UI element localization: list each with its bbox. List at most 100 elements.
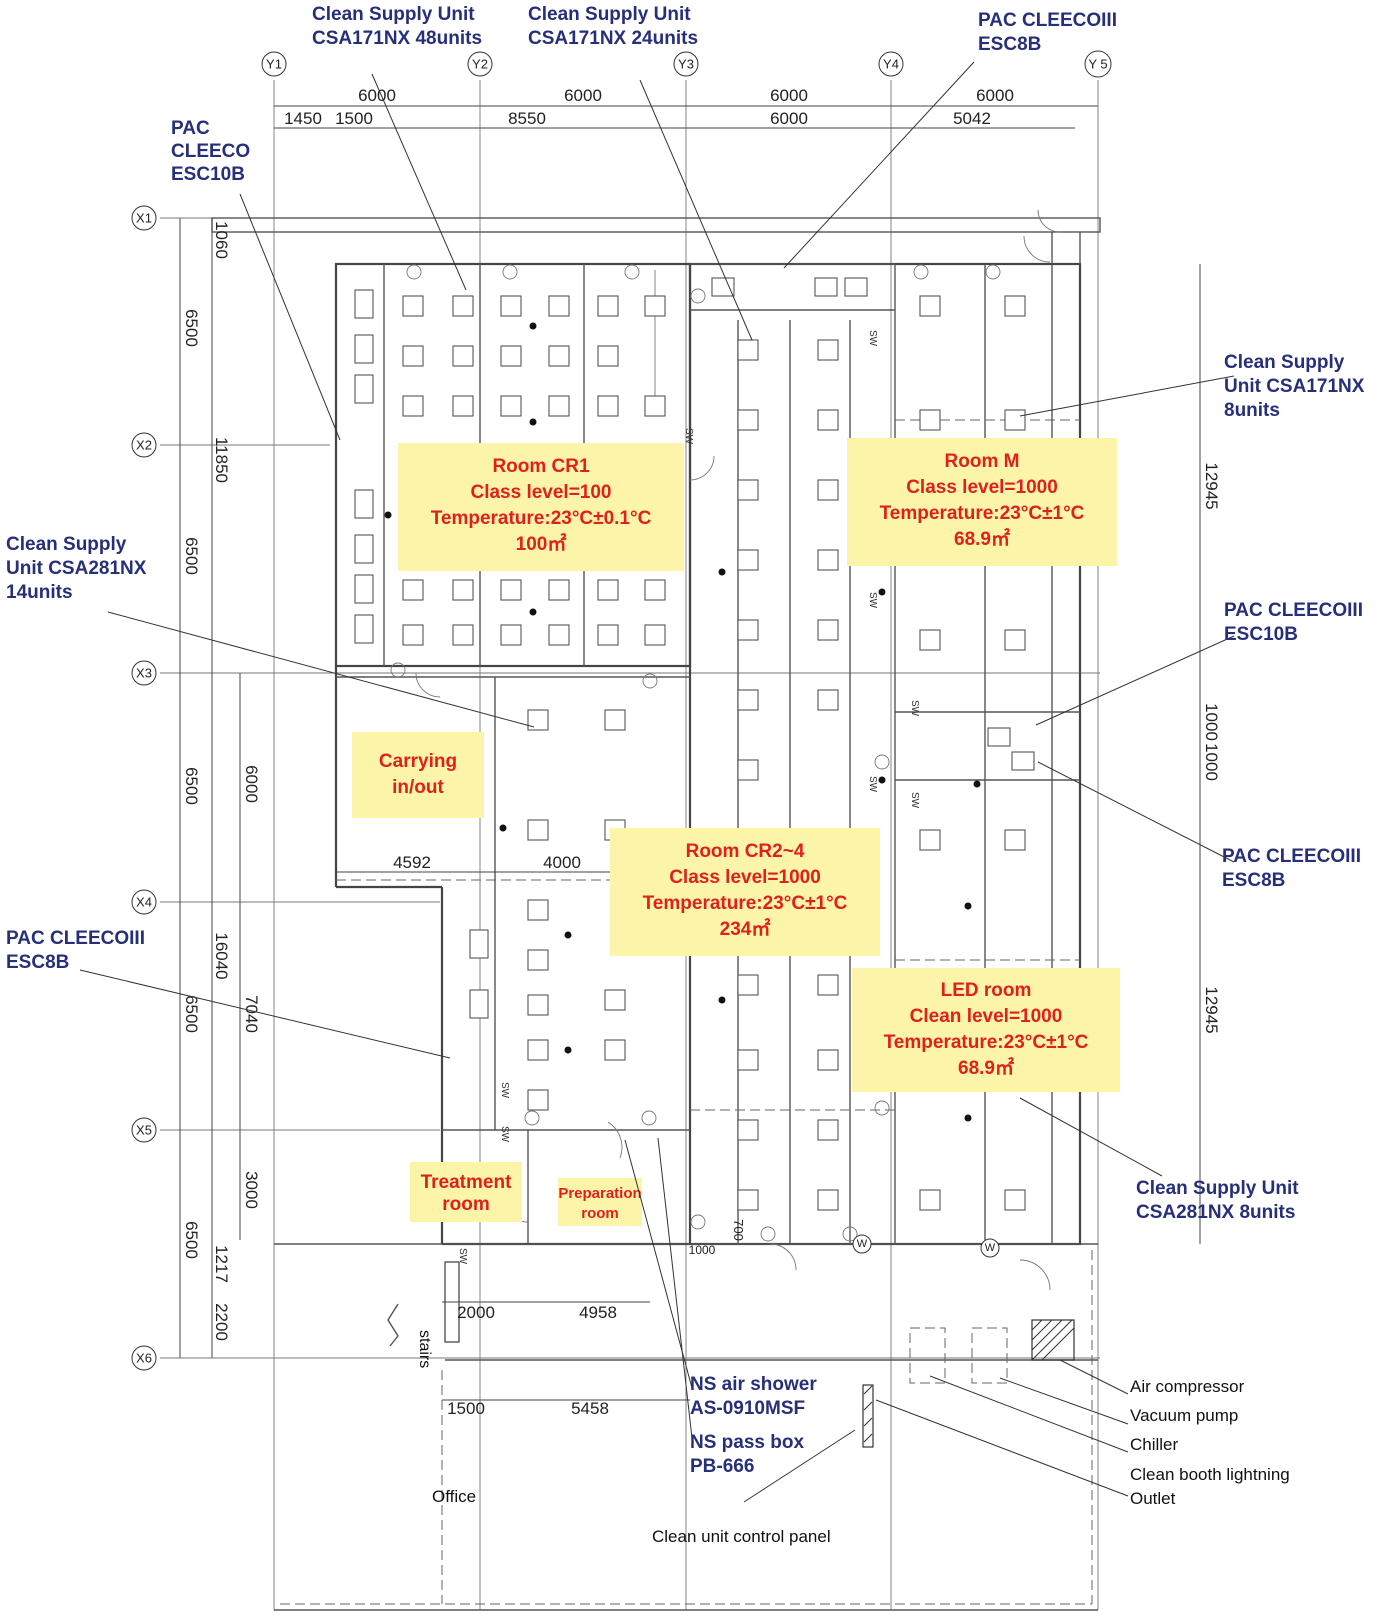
stairs-symbol: stairs	[387, 1303, 433, 1368]
svg-text:Room CR1: Room CR1	[492, 456, 590, 477]
left-dimensions: 6500 6500 6500 6500 6500 1060 11850 1604…	[182, 221, 261, 1341]
leader-lines	[79, 61, 1235, 1503]
svg-text:6000: 6000	[564, 86, 602, 105]
right-dimensions: 12945 1000 1000 12945	[1202, 462, 1221, 1033]
svg-text:68.9㎡: 68.9㎡	[954, 527, 1010, 550]
wash-marks: W W	[852, 1234, 1000, 1258]
switch-marks: SW SW SW SW SW SW SW SW SW	[457, 330, 920, 1265]
svg-text:1000: 1000	[1202, 743, 1221, 781]
svg-text:in/out: in/out	[392, 777, 444, 798]
svg-text:ESC10B: ESC10B	[171, 164, 245, 185]
axis-y5: Y 5	[1084, 50, 1112, 78]
svg-text:11850: 11850	[212, 437, 231, 483]
svg-text:SW: SW	[909, 792, 920, 809]
label-pac-esc8b-right: PAC CLEECOIII ESC8B	[1222, 846, 1361, 891]
label-csu281-14: Clean Supply Unit CSA281NX 14units	[6, 534, 147, 603]
svg-text:4000: 4000	[543, 853, 581, 872]
svg-text:Y2: Y2	[472, 57, 488, 72]
svg-text:1450: 1450	[284, 109, 322, 128]
svg-text:6500: 6500	[182, 1221, 201, 1259]
svg-text:SW: SW	[683, 428, 694, 445]
axis-x3: X3	[131, 660, 157, 686]
svg-text:4958: 4958	[579, 1303, 617, 1322]
svg-text:Y3: Y3	[678, 57, 694, 72]
interior-dimensions: 4592 4000 2000 4958 1500 5458 1000 700	[393, 853, 746, 1418]
label-pac-esc8b-top: PAC CLEECOIII ESC8B	[978, 10, 1117, 55]
svg-text:Carrying: Carrying	[379, 751, 457, 772]
svg-text:100㎡: 100㎡	[516, 532, 567, 555]
svg-text:6000: 6000	[358, 86, 396, 105]
room-led: LED room Clean level=1000 Temperature:23…	[852, 968, 1120, 1092]
label-pac-esc8b-left: PAC CLEECOIII ESC8B	[6, 928, 145, 973]
dimension-lines	[179, 105, 1201, 1401]
svg-text:5042: 5042	[953, 109, 991, 128]
label-pac-esc10b-left: PAC CLEECO ESC10B	[171, 118, 250, 185]
svg-text:6500: 6500	[182, 309, 201, 347]
svg-text:8550: 8550	[508, 109, 546, 128]
label-csu-48: Clean Supply Unit CSA171NX 48units	[312, 4, 482, 49]
svg-text:12945: 12945	[1202, 986, 1221, 1033]
svg-text:ESC8B: ESC8B	[978, 34, 1041, 55]
axis-y3: Y3	[673, 51, 699, 77]
utility-labels: Air compressor Vacuum pump Chiller Clean…	[432, 1377, 1290, 1546]
svg-text:X3: X3	[136, 666, 152, 681]
svg-text:1000: 1000	[1202, 703, 1221, 741]
svg-text:2200: 2200	[212, 1303, 231, 1341]
label-csu281-8: Clean Supply Unit CSA281NX 8units	[1136, 1178, 1299, 1223]
svg-text:W: W	[985, 1242, 996, 1254]
svg-text:1500: 1500	[447, 1399, 485, 1418]
svg-text:room: room	[442, 1194, 490, 1215]
label-vacuum-pump: Vacuum pump	[1130, 1406, 1238, 1425]
svg-text:Temperature:23°C±0.1°C: Temperature:23°C±0.1°C	[431, 508, 652, 529]
svg-text:Clean Supply: Clean Supply	[6, 534, 127, 555]
svg-text:Unit CSA281NX: Unit CSA281NX	[6, 558, 147, 579]
svg-text:6500: 6500	[182, 995, 201, 1033]
svg-text:SW: SW	[909, 700, 920, 717]
svg-text:14units: 14units	[6, 582, 73, 603]
svg-text:X2: X2	[136, 438, 152, 453]
svg-text:SW: SW	[867, 330, 878, 347]
label-csu-8-right: Clean Supply Unit CSA171NX 8units	[1224, 352, 1365, 421]
axis-y4: Y4	[878, 51, 904, 77]
svg-text:12945: 12945	[1202, 462, 1221, 509]
label-clean-booth-lightning: Clean booth lightning	[1130, 1465, 1290, 1484]
svg-text:Class level=1000: Class level=1000	[906, 477, 1058, 498]
room-cr2-4: Room CR2~4 Class level=1000 Temperature:…	[610, 828, 880, 956]
svg-text:CSA171NX 24units: CSA171NX 24units	[528, 28, 698, 49]
svg-text:1500: 1500	[335, 109, 373, 128]
svg-text:SW: SW	[867, 592, 878, 609]
svg-text:Temperature:23°C±1°C: Temperature:23°C±1°C	[643, 893, 848, 914]
svg-text:Clean Supply Unit: Clean Supply Unit	[528, 4, 691, 25]
svg-text:3000: 3000	[242, 1171, 261, 1209]
svg-text:700: 700	[731, 1219, 746, 1241]
svg-text:PAC CLEECOIII: PAC CLEECOIII	[1224, 600, 1363, 621]
svg-text:6000: 6000	[770, 109, 808, 128]
axis-y2: Y2	[467, 51, 493, 77]
utility-equipment	[862, 1319, 1075, 1448]
svg-text:SW: SW	[867, 776, 878, 793]
axis-x2: X2	[131, 432, 157, 458]
label-csu-24: Clean Supply Unit CSA171NX 24units	[528, 4, 698, 49]
svg-text:Class level=100: Class level=100	[470, 482, 611, 503]
svg-text:Treatment: Treatment	[421, 1172, 512, 1193]
svg-text:X4: X4	[136, 895, 152, 910]
svg-text:6500: 6500	[182, 767, 201, 805]
svg-text:PAC CLEECOIII: PAC CLEECOIII	[978, 10, 1117, 31]
svg-text:PB-666: PB-666	[690, 1456, 754, 1477]
svg-text:68.9㎡: 68.9㎡	[958, 1056, 1014, 1079]
label-office: Office	[432, 1487, 476, 1506]
svg-text:CSA281NX 8units: CSA281NX 8units	[1136, 1202, 1295, 1223]
room-carrying: Carrying in/out	[352, 732, 484, 818]
label-chiller: Chiller	[1130, 1435, 1179, 1454]
svg-text:5458: 5458	[571, 1399, 609, 1418]
axis-x6: X6	[131, 1345, 157, 1371]
svg-text:Clean Supply Unit: Clean Supply Unit	[312, 4, 475, 25]
svg-text:1217: 1217	[212, 1245, 231, 1283]
axis-x4: X4	[131, 889, 157, 915]
svg-text:234㎡: 234㎡	[720, 917, 771, 940]
label-air-shower: NS air shower AS-0910MSF	[690, 1374, 817, 1419]
svg-text:Clean Supply: Clean Supply	[1224, 352, 1345, 373]
svg-text:SW: SW	[499, 1126, 510, 1143]
svg-text:7040: 7040	[242, 995, 261, 1033]
